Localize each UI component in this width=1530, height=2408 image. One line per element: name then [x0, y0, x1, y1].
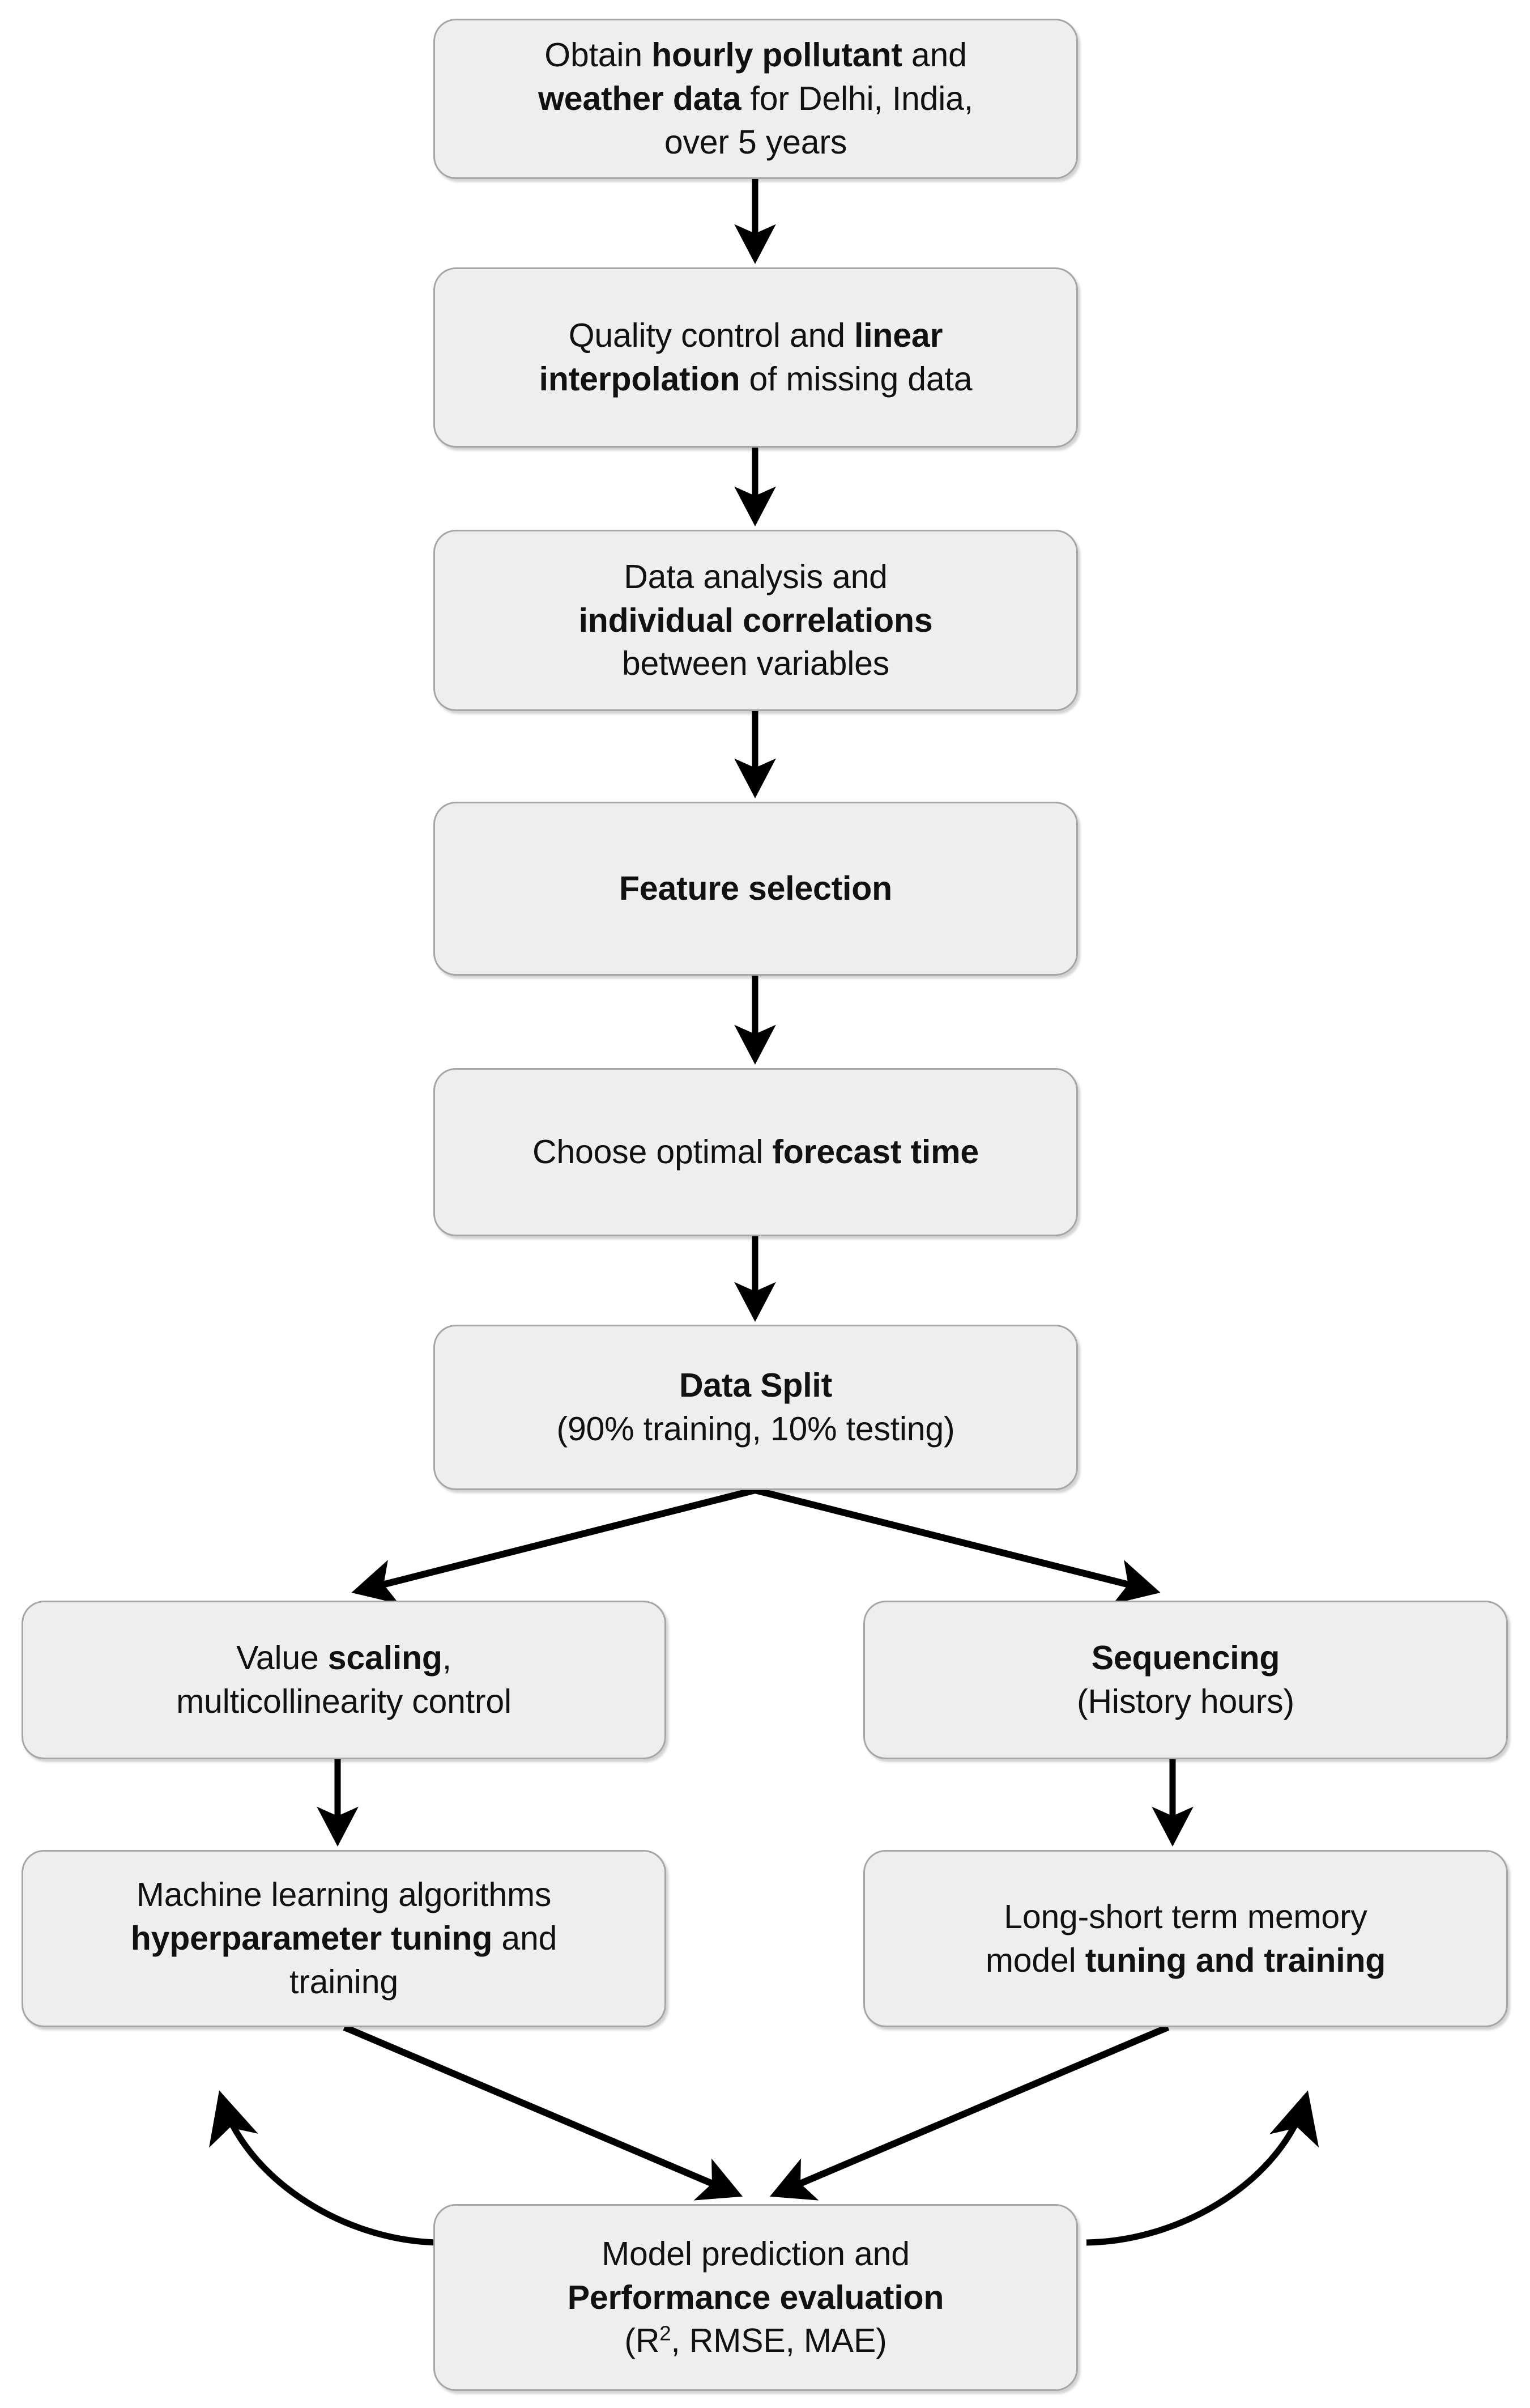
- node-value-scaling[interactable]: Value scaling,multicollinearity control: [22, 1601, 666, 1759]
- node-sequencing[interactable]: Sequencing(History hours): [863, 1601, 1508, 1759]
- arrow-ml-to-evaluation: [343, 2024, 743, 2201]
- node-feature-selection-label: Feature selection: [619, 870, 892, 908]
- node-data-split[interactable]: Data Split(90% training, 10% testing): [433, 1325, 1078, 1490]
- node-feature-selection[interactable]: Feature selection: [433, 802, 1078, 976]
- arrow-split-to-sequencing: [754, 1487, 1161, 1605]
- arrow-split-to-scaling: [351, 1487, 756, 1605]
- arrow-evaluation-to-ml-feedback: [209, 2090, 440, 2246]
- node-value-scaling-label: Value scaling,multicollinearity control: [176, 1639, 512, 1720]
- node-data-split-label: Data Split(90% training, 10% testing): [556, 1367, 955, 1448]
- node-forecast-time-label: Choose optimal forecast time: [532, 1133, 979, 1171]
- node-forecast-time[interactable]: Choose optimal forecast time: [433, 1068, 1078, 1236]
- node-sequencing-label: Sequencing(History hours): [1077, 1639, 1294, 1720]
- arrow-lstm-to-evaluation: [769, 2024, 1170, 2201]
- arrow-evaluation-to-lstm-feedback: [1086, 2090, 1319, 2246]
